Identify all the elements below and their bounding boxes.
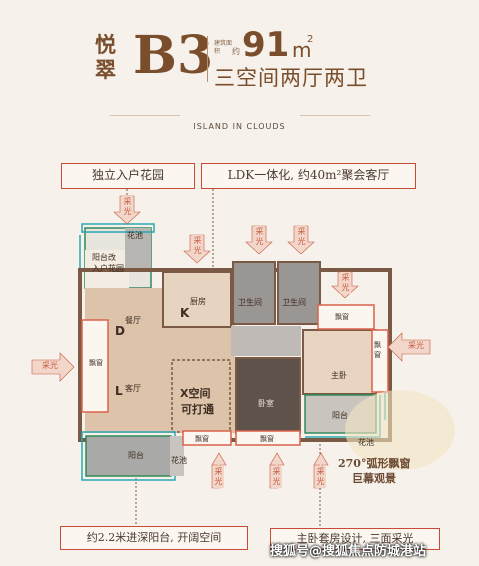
master-area (302, 329, 377, 395)
kitchen-area (162, 271, 232, 328)
callout-balcony: 约2.2米进深阳台, 开阔空间 (60, 526, 248, 550)
piao-master-right-label: 飘窗 (374, 341, 381, 359)
header-divider (207, 36, 208, 82)
sun-label-bottom-3: 采光 (315, 466, 326, 488)
piao-left-label: 飘窗 (89, 359, 103, 367)
room-dining: 餐厅 (125, 316, 141, 325)
brand-text: ISLAND IN CLOUDS (193, 122, 286, 131)
room-bedroom: 卧室 (258, 399, 274, 408)
sun-label-bottom-2: 采光 (271, 466, 282, 488)
sun-label-bath2: 采光 (296, 226, 307, 248)
x-space-area (171, 359, 231, 433)
piao-master-right-rect (371, 329, 389, 393)
bay-callout-line2: 巨幕观景 (352, 472, 396, 485)
piao-left-rect (81, 319, 109, 413)
living-balcony-area (85, 435, 172, 477)
area-value: 91 (242, 25, 290, 65)
huachi-top-area (125, 228, 151, 268)
teal-rail-top (81, 223, 155, 233)
room-kitchen: 厨房 (190, 297, 206, 306)
bath1-area (232, 261, 276, 325)
layout-name: 悦 翠 (95, 32, 129, 82)
area-prefix: 约 (232, 47, 240, 56)
callout-garden: 独立入户花园 (61, 163, 195, 189)
bath2-area (277, 261, 321, 325)
sun-label-bath1: 采光 (254, 226, 265, 248)
area-unit: m (292, 38, 312, 62)
room-entry-1: 阳台改 (92, 253, 116, 262)
room-kitchen-k: K (180, 306, 190, 320)
piao-bottom2-rect (235, 430, 301, 446)
sun-label-top-left: 采光 (122, 196, 133, 218)
sun-label-left: 采光 (40, 361, 60, 371)
sun-label-master-top: 采光 (340, 272, 351, 294)
corridor-area (231, 326, 301, 356)
sun-label-bottom-1: 采光 (213, 466, 224, 488)
room-dining-d: D (115, 324, 125, 338)
piao-bottom1-label: 飘窗 (195, 435, 209, 443)
room-living: 客厅 (125, 384, 141, 393)
watermark-text: 搜狐号@搜狐焦点防城港站 (270, 544, 427, 559)
room-huachi-right: 花池 (358, 438, 374, 447)
layout-name-line2: 翠 (95, 57, 117, 82)
room-bath2: 卫生间 (282, 298, 306, 307)
area-unit-superscript: 2 (307, 34, 314, 45)
layout-code: B3 (133, 25, 214, 86)
room-entry-2: 入户花园 (92, 264, 124, 273)
piao-master-top-rect (317, 304, 375, 330)
room-bath1: 卫生间 (238, 298, 262, 307)
area-label: 建筑面积 (214, 40, 233, 55)
room-huachi-top: 花池 (127, 231, 143, 240)
room-master-balcony: 阳台 (332, 411, 348, 420)
layout-type: 三空间两厅两卫 (214, 66, 368, 90)
sun-label-kitchen: 采光 (192, 235, 203, 257)
brand-line-right (300, 115, 370, 116)
layout-name-line1: 悦 (95, 32, 117, 57)
huachi-bottom-area (170, 436, 184, 476)
callout-master: 主卧套房设计, 三面采光 (270, 528, 440, 550)
bay-glow (345, 390, 455, 470)
brand-line-left (110, 115, 180, 116)
room-living-l: L (115, 384, 123, 398)
room-living-balcony: 阳台 (128, 451, 144, 460)
callout-ldk: LDK一体化, 约40m²聚会客厅 (201, 163, 416, 189)
piao-master-top-label: 飘窗 (335, 313, 349, 321)
bedroom-area (235, 357, 301, 434)
room-huachi-bottom: 花池 (171, 456, 187, 465)
bay-callout-line1: 270°弧形飘窗 (338, 457, 411, 470)
room-x-space-1: X空间 (180, 387, 211, 400)
piao-bottom1-rect (182, 430, 232, 446)
sun-label-right: 采光 (406, 341, 426, 351)
room-master: 主卧 (331, 371, 347, 380)
piao-bottom2-label: 飘窗 (260, 435, 274, 443)
room-x-space-2: 可打通 (181, 403, 214, 416)
